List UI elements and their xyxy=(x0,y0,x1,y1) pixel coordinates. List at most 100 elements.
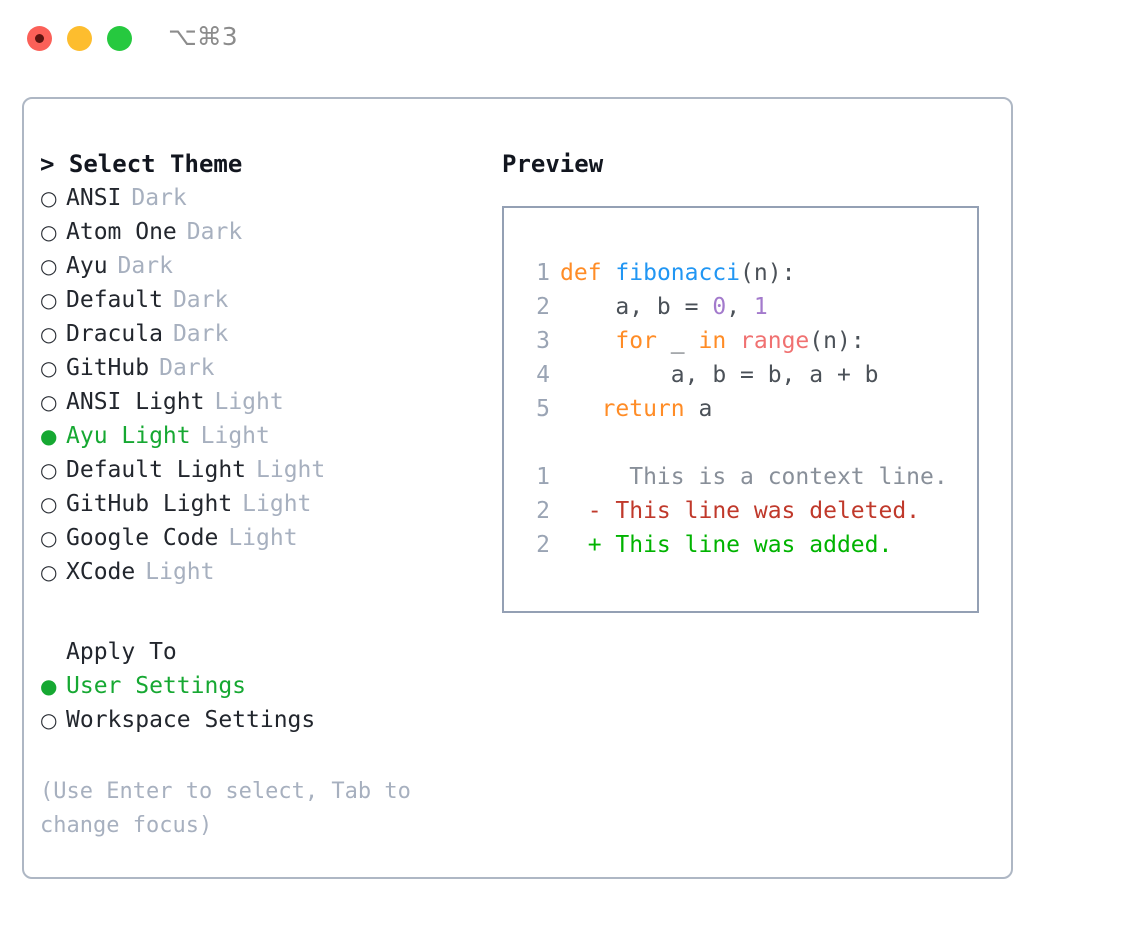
code-line: 4 a, b = b, a + b xyxy=(520,358,971,392)
token-fn: fibonacci xyxy=(615,260,741,286)
theme-item-google-code[interactable]: ○ Google Code Light xyxy=(40,521,500,555)
minimize-button[interactable] xyxy=(67,26,92,51)
theme-item-ayu-light[interactable]: ● Ayu Light Light xyxy=(40,419,500,453)
item-label: Default Light xyxy=(66,457,247,483)
close-button[interactable] xyxy=(27,26,52,51)
item-tag: Dark xyxy=(117,253,173,279)
token-pl: , xyxy=(726,294,754,320)
code-line: 5 return a xyxy=(520,392,971,426)
title-bar: ⌥⌘3 xyxy=(0,0,1140,78)
traffic-lights xyxy=(27,26,132,51)
item-label: Atom One xyxy=(66,219,177,245)
item-label: GitHub xyxy=(66,355,150,381)
apply-to-header: Apply To xyxy=(66,639,177,665)
theme-item-github[interactable]: ○ GitHub Dark xyxy=(40,351,500,385)
token-num: 1 xyxy=(753,294,768,320)
radio-unselected-icon: ○ xyxy=(40,526,58,550)
line-number: 1 xyxy=(536,464,550,490)
token-kw: def xyxy=(560,260,602,286)
line-number: 2 xyxy=(536,532,550,558)
token-pl: a xyxy=(684,396,713,422)
token-pl: _ xyxy=(656,328,699,354)
code-line: 2 a, b = 0, 1 xyxy=(520,290,971,324)
item-tag: Dark xyxy=(172,287,229,313)
line-number: 4 xyxy=(536,362,550,388)
item-tag: Dark xyxy=(172,321,229,347)
token-pl: (n): xyxy=(809,328,865,354)
keyboard-shortcut-label: ⌥⌘3 xyxy=(168,22,238,51)
item-label: Workspace Settings xyxy=(66,707,316,733)
code-line: 3 for _ in range(n): xyxy=(520,324,971,358)
line-number: 2 xyxy=(536,294,550,320)
line-text: return a xyxy=(560,392,713,426)
radio-selected-icon: ● xyxy=(40,424,58,448)
radio-unselected-icon: ○ xyxy=(40,288,58,312)
radio-selected-icon: ● xyxy=(40,674,58,698)
item-label: Google Code xyxy=(66,525,219,551)
radio-unselected-icon: ○ xyxy=(40,322,58,346)
apply-to-list[interactable]: ● User Settings ○Workspace Settings xyxy=(40,669,500,737)
line-text: def fibonacci(n): xyxy=(560,256,795,290)
radio-unselected-icon: ○ xyxy=(40,186,58,210)
theme-item-xcode[interactable]: ○ XCode Light xyxy=(40,555,500,589)
theme-item-ayu[interactable]: ○ Ayu Dark xyxy=(40,249,500,283)
apply-item-workspace-settings[interactable]: ○Workspace Settings xyxy=(40,703,500,737)
token-bi: range xyxy=(740,328,810,354)
item-tag: Light xyxy=(228,525,298,551)
token-num: 0 xyxy=(712,294,727,320)
item-tag: Light xyxy=(242,491,312,517)
item-label: XCode xyxy=(66,559,136,585)
item-label: Ayu Light xyxy=(66,423,191,449)
diff-line: 1 This is a context line. xyxy=(520,460,971,494)
item-tag: Light xyxy=(145,559,215,585)
theme-item-dracula[interactable]: ○ Dracula Dark xyxy=(40,317,500,351)
radio-unselected-icon: ○ xyxy=(40,390,58,414)
diff-text-add: + This line was added. xyxy=(560,532,893,558)
diff-line: 2 + This line was added. xyxy=(520,528,971,562)
item-label: ANSI Light xyxy=(66,389,205,415)
select-theme-header: > Select Theme xyxy=(40,150,243,178)
apply-item-user-settings[interactable]: ● User Settings xyxy=(40,669,500,703)
theme-item-ansi-light[interactable]: ○ ANSI Light Light xyxy=(40,385,500,419)
diff-sample: 1 This is a context line. 2 - This line w… xyxy=(520,460,971,562)
item-label: GitHub Light xyxy=(66,491,233,517)
item-label: Ayu xyxy=(66,253,108,279)
token-pl xyxy=(602,260,616,286)
token-pl xyxy=(560,396,602,422)
item-label: Dracula xyxy=(66,321,163,347)
token-pl xyxy=(560,328,615,354)
code-diff-spacer xyxy=(520,426,971,460)
item-tag: Dark xyxy=(186,219,243,245)
diff-text-del: - This line was deleted. xyxy=(560,498,921,524)
section-spacer xyxy=(40,589,500,635)
radio-unselected-icon: ○ xyxy=(40,560,58,584)
item-tag: Dark xyxy=(131,185,187,211)
item-tag: Dark xyxy=(159,355,215,381)
item-tag: Light xyxy=(200,423,270,449)
line-number: 1 xyxy=(536,260,550,286)
line-number: 5 xyxy=(536,396,550,422)
line-text: for _ in range(n): xyxy=(560,324,865,358)
line-number: 3 xyxy=(536,328,550,354)
token-pl: (n): xyxy=(740,260,796,286)
radio-unselected-icon: ○ xyxy=(40,254,58,278)
item-tag: Light xyxy=(214,389,284,415)
radio-unselected-icon: ○ xyxy=(40,356,58,380)
item-label: User Settings xyxy=(66,673,247,699)
radio-unselected-icon: ○ xyxy=(40,458,58,482)
maximize-button[interactable] xyxy=(107,26,132,51)
diff-text-ctx: This is a context line. xyxy=(560,464,948,490)
